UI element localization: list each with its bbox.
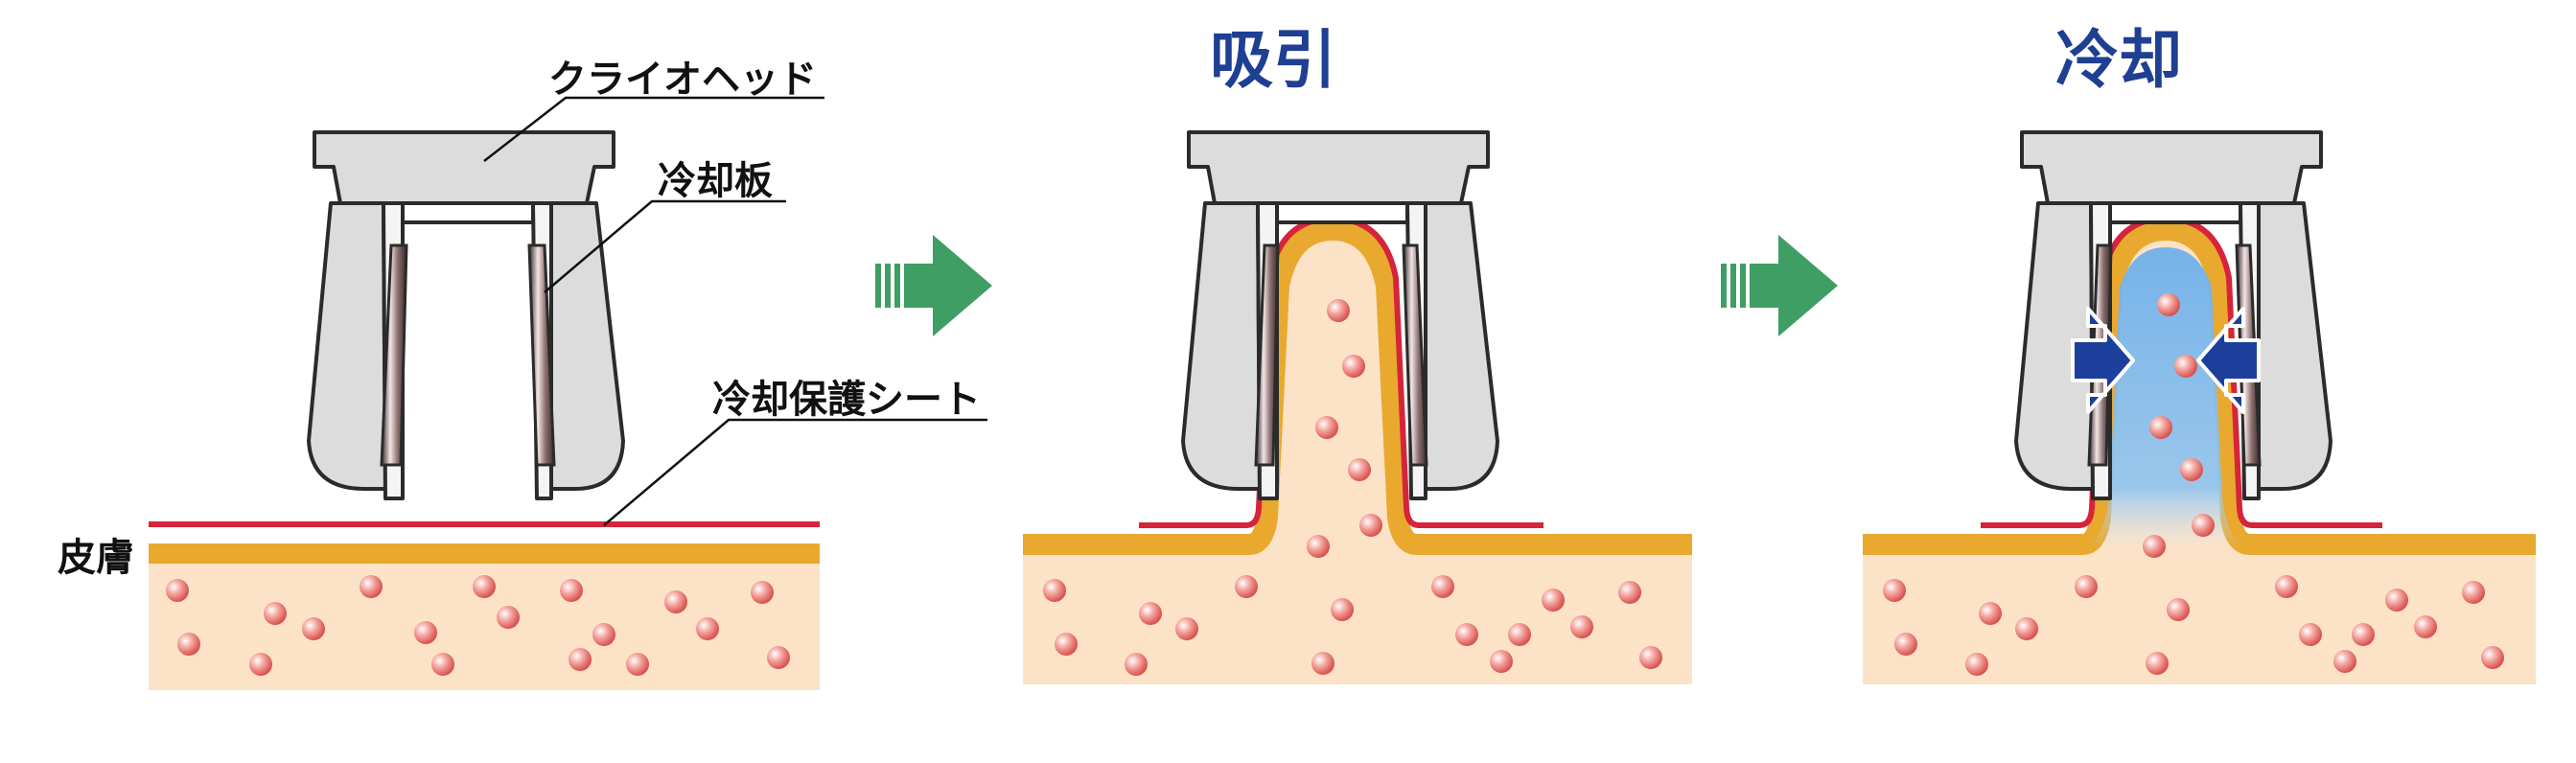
panel-suction: 吸引: [1023, 23, 1692, 684]
fat-cells: [1043, 299, 1662, 676]
panel-initial: クライオヘッド 冷却板 冷却保護シート 皮膚: [58, 58, 987, 690]
progress-arrow-icon: [875, 235, 992, 336]
skin-surface: [1023, 219, 1692, 555]
fat-cells: [1883, 293, 2504, 676]
title-cooling: 冷却: [2055, 23, 2182, 97]
cooling-zone: [2088, 247, 2243, 548]
cooling-plate-right: [1402, 243, 1428, 467]
cooling-plate-left: [380, 243, 408, 467]
label-cryo-head: クライオヘッド: [548, 58, 817, 102]
progress-arrow-icon: [1721, 235, 1838, 336]
label-cooling-plate: 冷却板: [658, 159, 773, 203]
cooling-plate-left: [1254, 243, 1280, 467]
compression-arrow-icon: [2071, 307, 2261, 414]
applicator-head: [2014, 130, 2332, 500]
title-suction: 吸引: [1210, 23, 1336, 97]
label-protective-sheet: 冷却保護シート: [712, 378, 981, 422]
label-skin: 皮膚: [58, 536, 134, 580]
protective-sheet: [149, 521, 820, 527]
applicator-head: [307, 130, 625, 500]
skin-surface: [1863, 219, 2536, 555]
skin-surface: [149, 543, 820, 564]
cooling-plate-right: [527, 243, 556, 467]
leader-lines: [483, 96, 987, 526]
panel-cooling: 冷却: [1863, 23, 2536, 684]
fat-cells: [166, 575, 790, 676]
